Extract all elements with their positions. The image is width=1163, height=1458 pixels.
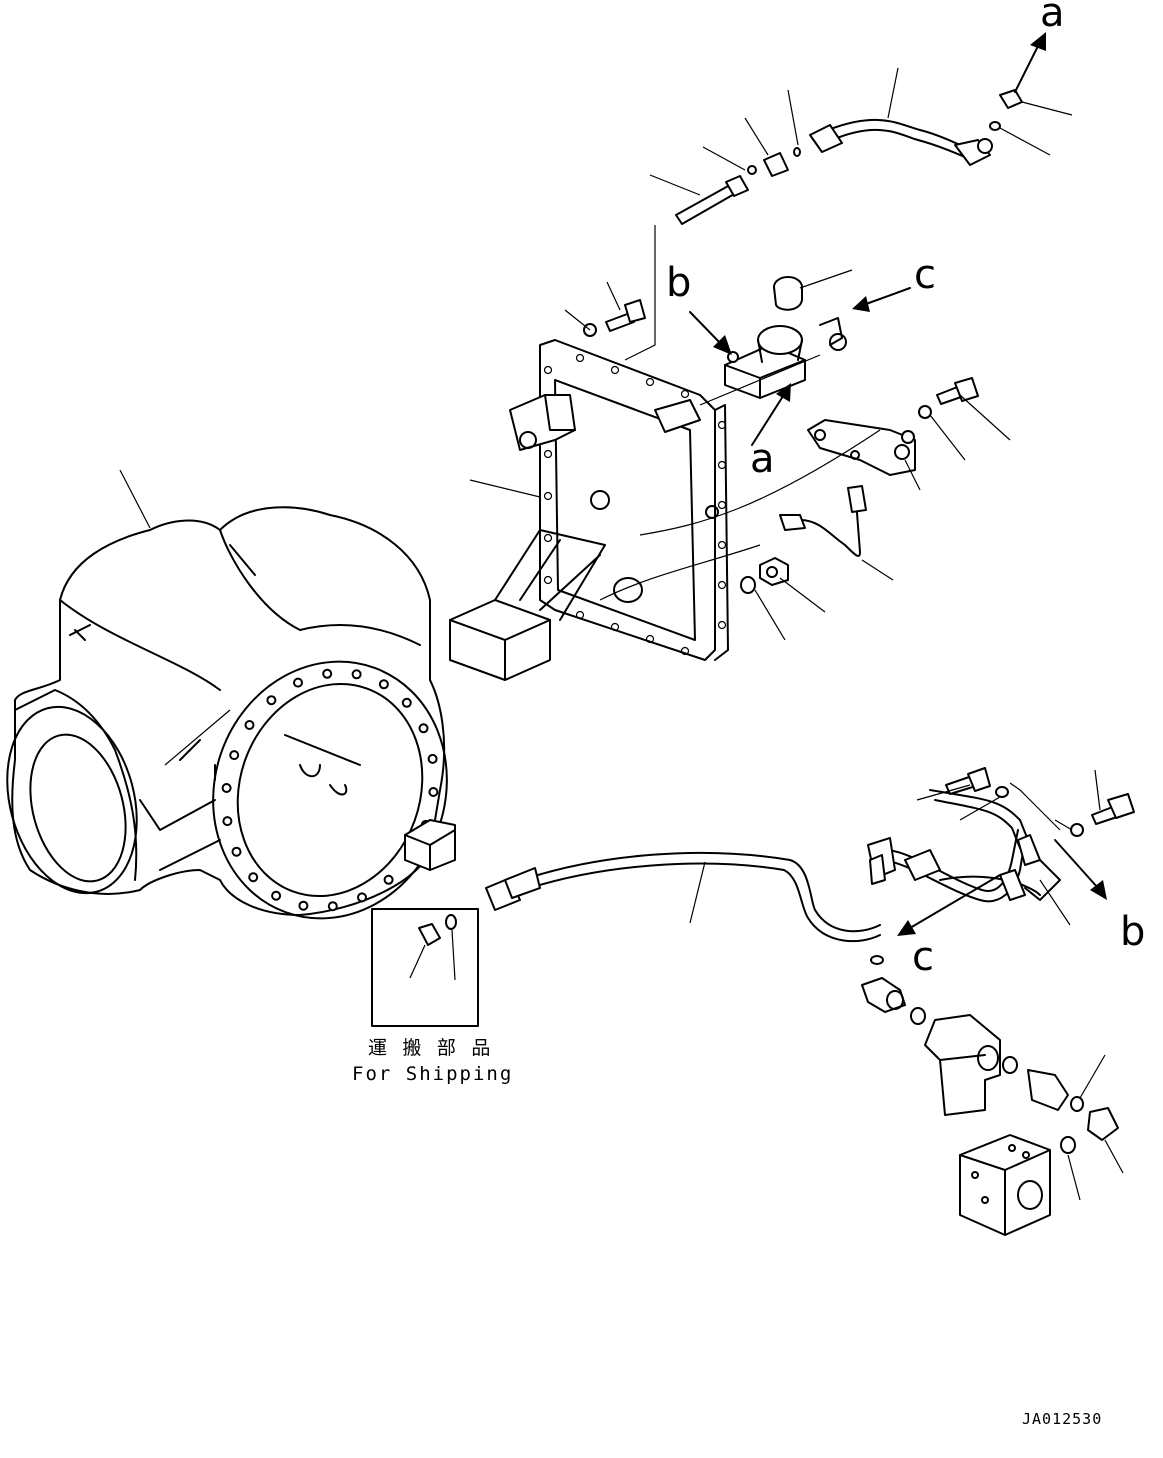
plate-bolt-hole: [543, 365, 553, 375]
plate-bolt-hole: [543, 449, 553, 459]
plate-bolt-hole: [717, 540, 727, 550]
callout-arrows: [689, 32, 1107, 936]
callout-a-top: a: [1040, 0, 1065, 36]
plate-bolt-hole: [543, 575, 553, 585]
cover-plate: [449, 339, 729, 681]
bolt-hole: [378, 679, 389, 690]
filter-valve-assembly: [861, 977, 1119, 1236]
plate-bolt-hole: [717, 460, 727, 470]
document-id: JA012530: [1022, 1410, 1102, 1428]
bolt-hole: [383, 874, 394, 885]
bolt-hole: [418, 723, 429, 734]
bolt-hole: [248, 872, 259, 883]
plate-bolt-hole: [717, 580, 727, 590]
callout-a-mid: a: [750, 436, 775, 482]
plate-bolt-hole: [645, 377, 655, 387]
bolt-hole: [298, 900, 309, 911]
shipping-caption-jp: 運 搬 部 品: [368, 1037, 492, 1059]
shipping-parts-box: [371, 908, 479, 1027]
mounting-bracket: [807, 419, 916, 476]
plug: [740, 557, 789, 594]
plate-bolt-hole: [680, 646, 690, 656]
plate-bolt-hole: [717, 500, 727, 510]
bolt-hole: [231, 846, 242, 857]
bolt-hole: [229, 750, 240, 761]
axle-housing: [6, 506, 456, 920]
bolt-hole: [327, 901, 338, 912]
leader-lines: [119, 67, 1124, 1201]
bolt-hole: [428, 787, 439, 797]
callout-b-right: b: [1120, 909, 1145, 955]
bolt-hole: [427, 753, 438, 764]
hose-bottom: [485, 767, 1135, 965]
plate-bolt-hole: [543, 533, 553, 543]
plate-bolt-hole: [717, 620, 727, 630]
plate-bolt-hole: [543, 491, 553, 501]
bolt-hole: [271, 890, 282, 901]
bolt-hole: [266, 695, 277, 706]
flange-bolt-holes: [221, 668, 439, 912]
plate-bolt-hole: [645, 634, 655, 644]
sensor-harness: [779, 485, 867, 557]
bolt-hole: [357, 892, 367, 903]
bolt-hole: [322, 668, 333, 679]
plate-bolt-hole: [680, 389, 690, 399]
shipping-caption-en: For Shipping: [352, 1063, 513, 1085]
hose-top: [675, 89, 1023, 225]
plate-bolt-hole: [575, 353, 585, 363]
plate-bolt-hole: [610, 622, 620, 632]
plate-bolt-hole: [575, 610, 585, 620]
plate-bolt-hole: [717, 420, 727, 430]
bolt-hole: [351, 669, 362, 680]
callout-b-top: b: [666, 260, 691, 306]
callout-c-top: c: [914, 252, 936, 298]
bolt-hole: [244, 720, 255, 730]
bolt-hole: [401, 697, 412, 708]
bolt-hole: [222, 816, 233, 827]
callout-c-bottom: c: [912, 934, 934, 980]
bolt-hole: [293, 677, 303, 688]
bolt-hole: [221, 783, 232, 793]
valve-block: [724, 276, 847, 399]
plate-bolt-hole: [610, 365, 620, 375]
